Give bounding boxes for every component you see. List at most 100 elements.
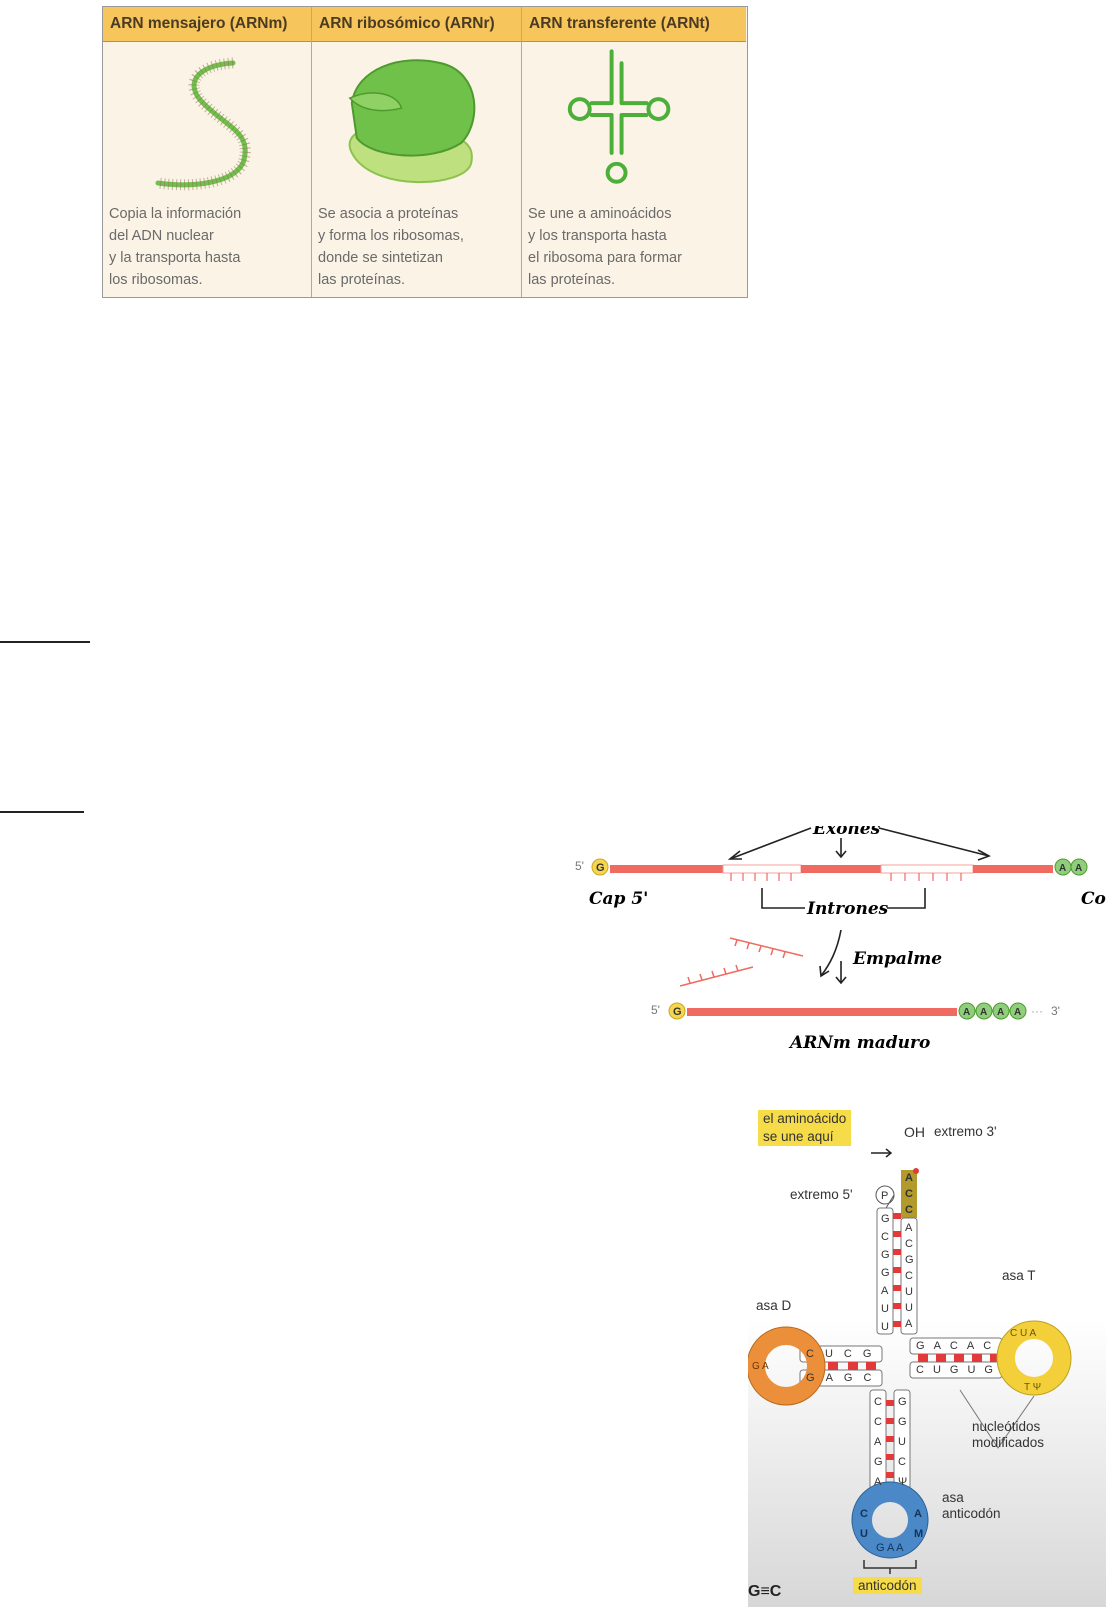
- description-line: Se asocia a proteínas: [318, 206, 459, 222]
- mature-mrna-label: ARNm maduro: [788, 1033, 930, 1053]
- base: U: [881, 1321, 889, 1333]
- intrones-label: Intrones: [806, 899, 889, 919]
- base: G: [862, 1348, 883, 1360]
- description-line: Se une a aminoácidos: [528, 206, 672, 222]
- base: Ψ: [1032, 1382, 1042, 1393]
- tail-base: A: [997, 1007, 1004, 1018]
- base: G: [881, 1213, 890, 1225]
- base: C: [916, 1364, 933, 1376]
- base: T: [1024, 1382, 1030, 1393]
- nucleotidos-label: nucleótidos modificados: [972, 1419, 1044, 1451]
- base: U: [898, 1436, 906, 1448]
- d-stem-bottom-bases: GAGC: [806, 1370, 882, 1386]
- base: A: [1029, 1328, 1037, 1339]
- base: A: [933, 1340, 950, 1352]
- description-line: y la transporta hasta: [109, 250, 241, 266]
- phosphate-label: P: [881, 1190, 889, 1202]
- cap-g-icon: [591, 858, 609, 876]
- base: C: [1010, 1328, 1018, 1339]
- base: G: [984, 1364, 1002, 1376]
- base: C: [843, 1348, 863, 1360]
- base: M: [914, 1528, 924, 1540]
- column-description: Se asocia a proteínas y forma los riboso…: [318, 203, 464, 291]
- base: U: [905, 1286, 913, 1298]
- base: A: [966, 1340, 984, 1352]
- cap-base: G: [673, 1006, 682, 1018]
- mature-strand: [687, 1008, 957, 1016]
- nucleotidos-line-1: nucleótidos: [972, 1419, 1041, 1434]
- base: G: [881, 1249, 890, 1261]
- base: A: [914, 1508, 922, 1520]
- column-arnt: ARN transferente (ARNt) Se une a aminoác…: [521, 7, 746, 297]
- anticodon-loop-left: C U: [860, 1504, 868, 1544]
- intron-segment: [722, 864, 802, 874]
- column-title: ARN ribosómico (ARNr): [312, 7, 521, 42]
- description-line: las proteínas.: [318, 272, 406, 288]
- base: C: [983, 1340, 1001, 1352]
- extremo-5-label: extremo 5': [790, 1187, 853, 1202]
- base: C: [860, 1508, 868, 1520]
- anticodon-left-bases: C C A G A: [874, 1392, 883, 1492]
- base: C: [905, 1270, 913, 1282]
- nucleotidos-line-2: modificados: [972, 1435, 1045, 1450]
- base: U: [1020, 1328, 1028, 1339]
- ellipsis: ···: [1031, 1004, 1043, 1018]
- column-description: Copia la información del ADN nuclear y l…: [109, 203, 241, 291]
- description-line: donde se sintetizan: [318, 250, 443, 266]
- exon-segment: [801, 865, 881, 873]
- tail-base: A: [1075, 863, 1082, 874]
- extremo-3-label: extremo 3': [934, 1124, 997, 1139]
- amino-line-1: el aminoácido: [758, 1110, 852, 1128]
- anticodon-loop-right: A M: [914, 1504, 923, 1544]
- base: G: [843, 1372, 864, 1384]
- base: A: [881, 1285, 889, 1297]
- base: A: [874, 1436, 882, 1448]
- tail-base: A: [963, 1007, 970, 1018]
- description-line: los ribosomas.: [109, 272, 203, 288]
- divider-line: [0, 641, 90, 643]
- description-line: las proteínas.: [528, 272, 616, 288]
- t-loop-bases-bottom: T Ψ: [1024, 1380, 1041, 1396]
- base: G: [905, 1254, 914, 1266]
- base: U: [824, 1348, 844, 1360]
- t-stem-top-bases: GACAC: [916, 1338, 1000, 1354]
- cola-label: Co: [1081, 889, 1106, 909]
- acceptor-right-bases: A C G C U U A: [905, 1220, 914, 1332]
- empalme-label: Empalme: [852, 949, 942, 969]
- asa-anticodon-label: asa anticodón: [942, 1490, 1001, 1522]
- tail-a-icon: [1070, 858, 1088, 876]
- amino-line-2: se une aquí: [758, 1128, 852, 1146]
- description-line: y forma los ribosomas,: [318, 228, 464, 244]
- base: C: [949, 1340, 967, 1352]
- trna-backbone-svg: [748, 1148, 1072, 1574]
- trna-structure-diagram: el aminoácido se une aquí OH extremo 3' …: [748, 1110, 1106, 1607]
- column-title: ARN transferente (ARNt): [522, 7, 746, 42]
- base: C: [874, 1416, 882, 1428]
- base: C: [905, 1188, 913, 1200]
- column-arnr: ARN ribosómico (ARNr) Se asocia a proteí…: [311, 7, 521, 297]
- five-prime-label: 5': [651, 1003, 660, 1017]
- base: G: [898, 1416, 907, 1428]
- oh-label: OH: [904, 1124, 925, 1140]
- d-stem-top-bases: CUCG: [806, 1346, 882, 1362]
- base: G: [881, 1267, 890, 1279]
- tail-base: A: [1059, 863, 1066, 874]
- tail-base: A: [980, 1007, 987, 1018]
- mrna-strand-icon: [155, 57, 251, 191]
- description-line: y los transporta hasta: [528, 228, 667, 244]
- column-description: Se une a aminoácidos y los transporta ha…: [528, 203, 682, 291]
- arn-types-table: ARN mensajero (ARNm) Copia la informació…: [102, 6, 748, 298]
- description-line: Copia la información: [109, 206, 242, 222]
- tail-base: A: [1014, 1007, 1021, 1018]
- divider-line: [0, 811, 84, 813]
- base: G: [752, 1361, 760, 1372]
- base: G: [898, 1396, 907, 1408]
- t-stem-bottom-bases: CUGUG: [916, 1362, 1002, 1378]
- description-line: del ADN nuclear: [109, 228, 214, 244]
- gc-logo: G≡C: [748, 1583, 782, 1600]
- anticodon-right-bases: G G U C Ψ: [898, 1392, 907, 1492]
- asa-anticodon-line-1: asa: [942, 1490, 964, 1505]
- anticodon-label-text: anticodón: [853, 1577, 922, 1594]
- base: U: [967, 1364, 985, 1376]
- ribosome-icon: [348, 59, 476, 184]
